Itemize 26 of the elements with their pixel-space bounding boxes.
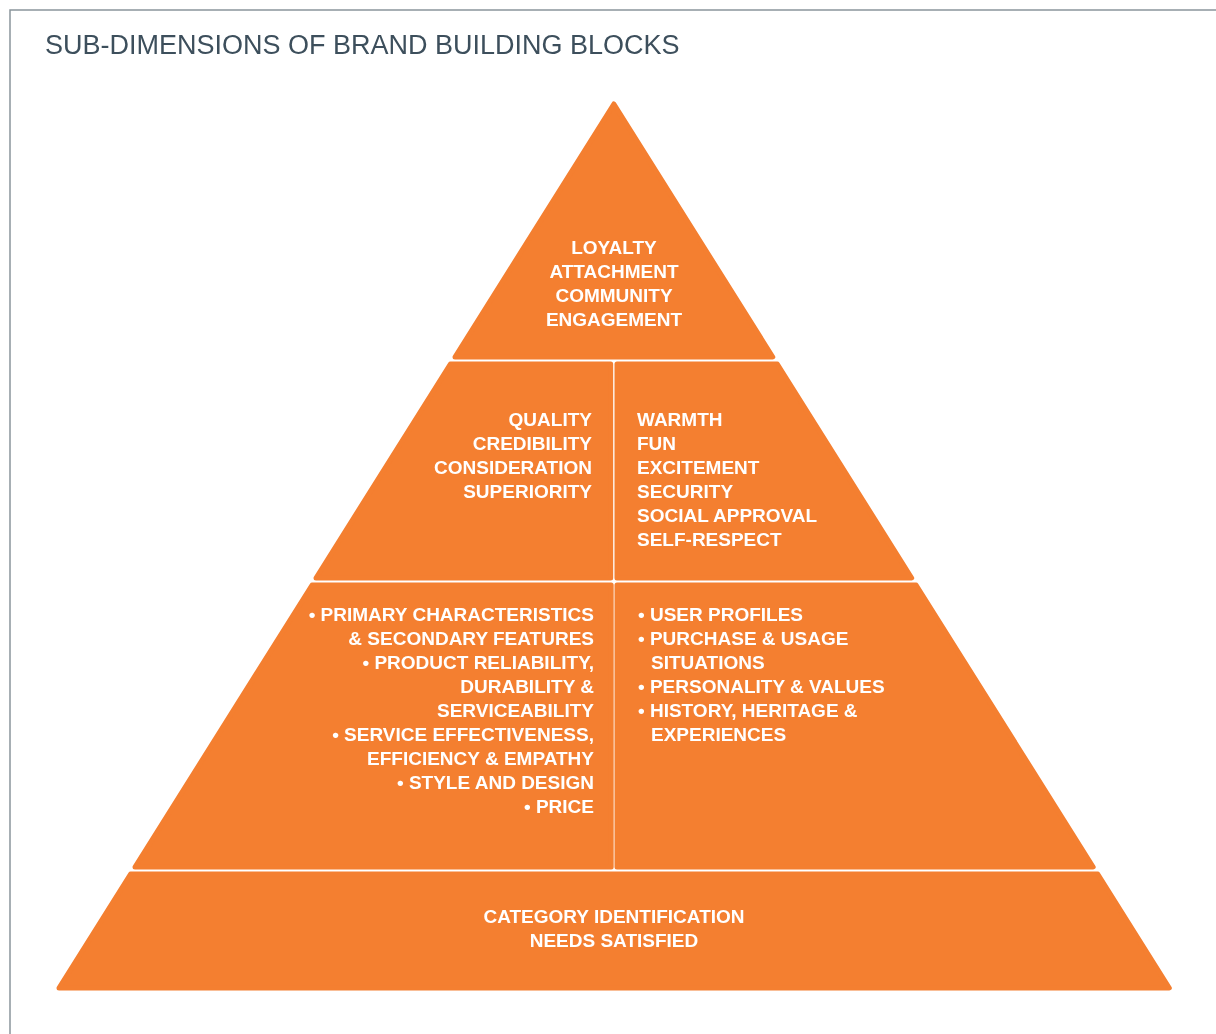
pyramid-text: • HISTORY, HERITAGE & EXPERIENCES [638, 699, 859, 747]
pyramid-text: EXCITEMENT [637, 456, 761, 480]
pyramid-text: • PRICE [523, 795, 594, 819]
pyramid-text: CREDIBILITY [471, 432, 592, 456]
pyramid-text: QUALITY [507, 408, 592, 432]
pyramid-text: SOCIAL APPROVAL [637, 504, 819, 528]
pyramid-text: • PERSONALITY & VALUES [638, 675, 886, 699]
pyramid-text: • SERVICE EFFECTIVENESS, EFFICIENCY & EMPATHY [331, 723, 594, 771]
pyramid-text: SECURITY [637, 480, 735, 504]
pyramid-text: ATTACHMENT [548, 260, 680, 284]
pyramid-text: ENGAGEMENT [544, 308, 684, 332]
pyramid-text: • USER PROFILES [638, 603, 804, 627]
pyramid-text: CATEGORY IDENTIFICATION [482, 905, 746, 929]
pyramid-text: LOYALTY [570, 236, 658, 260]
pyramid-text: • PRIMARY CHARACTERISTICS & SECONDARY FEATURES [307, 603, 594, 651]
pyramid-text: • PURCHASE & USAGE SITUATIONS [638, 627, 850, 675]
pyramid-text: • PRODUCT RELIABILITY, DURABILITY & SERVICEABILITY [361, 651, 594, 723]
pyramid-text: CONSIDERATION [433, 456, 592, 480]
pyramid-text: WARMTH [637, 408, 724, 432]
pyramid-text: SUPERIORITY [462, 480, 592, 504]
pyramid-text: • STYLE AND DESIGN [395, 771, 594, 795]
pyramid-text: SELF-RESPECT [637, 528, 783, 552]
pyramid-text: FUN [637, 432, 678, 456]
pyramid-text: COMMUNITY [554, 284, 674, 308]
pyramid-text: NEEDS SATISFIED [528, 929, 700, 953]
diagram-title: SUB-DIMENSIONS OF BRAND BUILDING BLOCKS [45, 30, 680, 61]
